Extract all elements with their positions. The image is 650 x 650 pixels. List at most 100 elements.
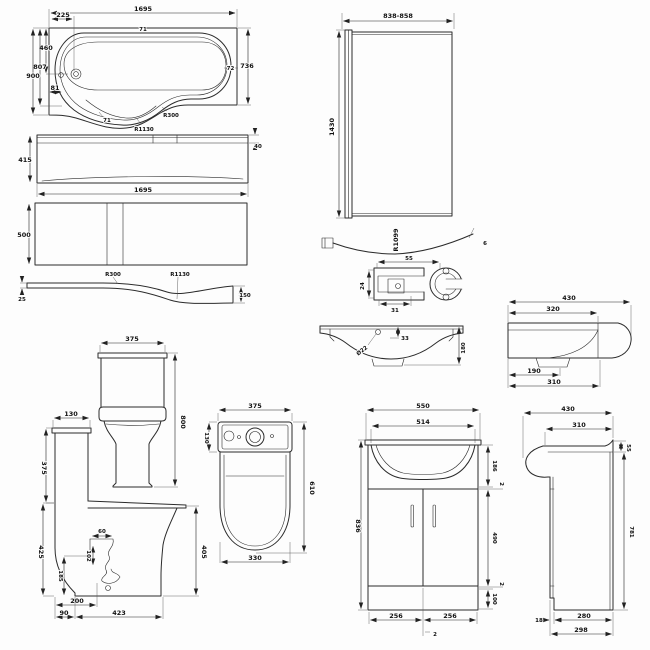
dim-rim-gap-right: 72 — [227, 66, 235, 72]
dim-glass-thickness: 6 — [483, 241, 487, 247]
dim-panel-end-right: 150 — [239, 293, 251, 299]
wc-side-seat — [87, 500, 187, 509]
dim-pan-height: 425 — [37, 545, 45, 559]
dim-bowl-depth: 320 — [546, 305, 560, 313]
bath-bowl — [63, 41, 227, 91]
bath-side-base-curve — [41, 176, 244, 182]
dim-outlet-height: 185 — [57, 570, 63, 582]
dim-seat-height: 405 — [200, 545, 208, 559]
dim-corner-radius: R300 — [163, 113, 179, 119]
dim-gap-top: 2 — [498, 482, 504, 486]
dim-door-left: 256 — [389, 612, 403, 620]
hinge-screw — [395, 283, 401, 289]
dim-trap-width: 60 — [98, 529, 106, 535]
shower-screen-view: 838-858 1430 R1099 6 — [321, 11, 488, 255]
dim-depth-807: 807 — [33, 63, 47, 71]
dim-panel-curve-radius: R1130 — [170, 272, 190, 278]
bath-side-view: 415 40 1695 — [17, 127, 263, 197]
dim-panel-corner-radius: R300 — [105, 272, 121, 278]
dim-wc-width: 375 — [125, 335, 139, 343]
vanity-front-view: 550 514 836 186 2 490 2 100 256 — [353, 401, 505, 639]
wc-flush-button — [245, 427, 265, 447]
dim-rim-gap-top: 71 — [139, 27, 147, 33]
wc-plan-view: 375 130 610 330 — [202, 401, 317, 565]
dim-vanity-inner-width: 514 — [416, 418, 430, 426]
screen-curve-plan — [332, 233, 474, 255]
vanity-handle-left — [410, 504, 414, 528]
dim-curve-radius: R1130 — [134, 127, 154, 133]
overflow-hole — [58, 72, 64, 78]
wc-side-pan-back — [54, 502, 178, 597]
dim-screen-height: 1430 — [328, 117, 336, 136]
panel-face — [34, 202, 248, 266]
vanity-side-view: 430 310 55 781 18 280 298 — [522, 404, 635, 637]
screen-glass — [351, 31, 453, 217]
basin-side-waste — [535, 357, 571, 368]
dim-plinth: 100 — [491, 593, 497, 605]
bath-plan-view: 1695 225 71 460 807 900 81 72 736 R300 R… — [25, 4, 255, 134]
dim-rim-height: 40 — [254, 144, 262, 150]
dim-door-height: 490 — [491, 532, 497, 544]
vanity-basin-rim — [364, 439, 482, 446]
basin-side-outline — [507, 322, 632, 359]
dim-back-gap: 90 — [59, 609, 69, 617]
wc-fixing-hole — [105, 585, 111, 591]
dim-door-right: 256 — [443, 612, 457, 620]
dim-plan-depth: 610 — [308, 481, 316, 495]
dim-basin-section: 186 — [491, 460, 497, 472]
dim-basin-height: 180 — [461, 342, 467, 354]
dim-trap-depth: 190 — [527, 367, 541, 375]
wc-side-view: 130 375 60 102 185 405 200 90 423 425 — [36, 409, 209, 620]
hinge-detail-view: 55 24 31 — [359, 255, 463, 315]
dim-overall-depth: 900 — [26, 72, 40, 80]
dim-basin-depth: 430 — [562, 294, 576, 302]
dim-hinge-width: 55 — [405, 256, 413, 262]
dim-cistern-depth: 130 — [64, 410, 78, 418]
basin-side-bowl — [547, 329, 599, 359]
dim-end-depth: 736 — [240, 62, 254, 70]
basin-lug-left — [329, 328, 335, 342]
bath-bulge-inner — [85, 99, 157, 119]
hinge-screw-top — [442, 267, 450, 275]
dim-vanity-depth: 430 — [561, 405, 575, 413]
vanity-handle-right — [432, 504, 436, 528]
dim-wc-plan-width: 375 — [248, 402, 262, 410]
vanity-side-bulge — [525, 445, 551, 478]
dim-tap-offset: 225 — [56, 11, 70, 19]
wc-front-view: 375 800 — [97, 334, 188, 488]
dim-vanity-height: 836 — [354, 519, 362, 533]
dim-hinge-inner: 31 — [391, 308, 399, 314]
wc-side-trap — [89, 538, 121, 584]
wc-seat-front — [98, 406, 167, 422]
dim-screen-width: 838-858 — [383, 12, 413, 20]
dim-cistern-height: 375 — [40, 461, 48, 475]
dim-pan-depth: 423 — [112, 609, 126, 617]
bath-rim-outer — [54, 32, 232, 126]
wc-side-lid — [51, 427, 92, 434]
dim-wc-height: 800 — [179, 415, 187, 429]
wc-plan-cistern — [217, 421, 293, 453]
vanity-side-rim — [542, 439, 614, 447]
panel-curve-bottom — [26, 287, 234, 304]
wc-plan-bowl — [219, 451, 291, 551]
dim-recess: 18 — [535, 618, 543, 624]
bath-panel-view: 500 — [16, 202, 248, 266]
basin-tap-hole — [375, 329, 381, 335]
hinge-channel — [373, 267, 425, 301]
dim-depth-298: 298 — [574, 626, 588, 634]
hinge-screw-bottom — [442, 293, 450, 301]
wc-cistern-lid — [97, 352, 168, 359]
dim-vanity-width: 550 — [416, 402, 430, 410]
bath-deck-outline — [48, 27, 238, 129]
dim-depth-310: 310 — [547, 378, 561, 386]
bath-side-body — [36, 134, 249, 184]
tap-hole-inner — [73, 71, 79, 77]
panel-curve-top — [26, 282, 234, 294]
dim-panel-height: 500 — [17, 231, 31, 239]
basin-bowl-underside — [319, 332, 464, 360]
dim-screen-radius: R1099 — [392, 228, 400, 252]
dim-plan-cistern-depth: 130 — [203, 432, 209, 444]
dim-bath-height: 415 — [18, 156, 32, 164]
